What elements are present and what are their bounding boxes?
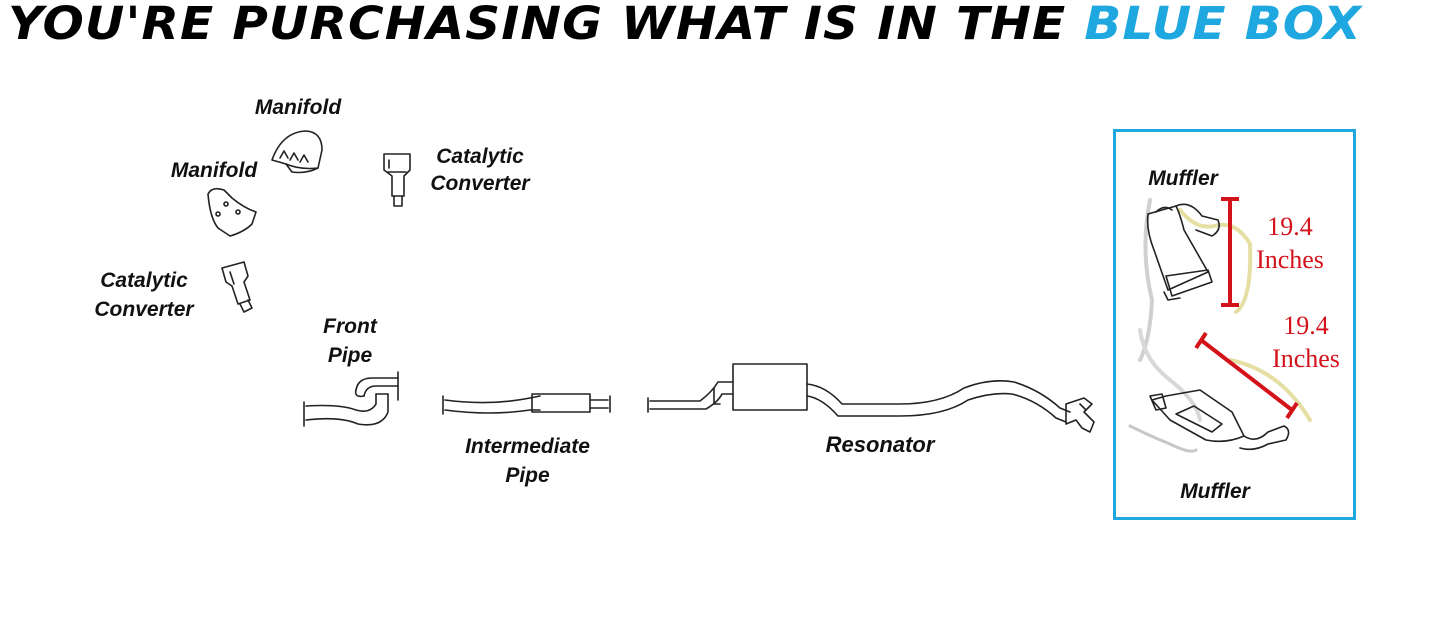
label-cat-right-line2: Converter <box>430 172 530 195</box>
label-muffler-top: Muffler <box>1148 167 1218 190</box>
label-manifold-left: Manifold <box>170 159 258 182</box>
label-cat-left-line2: Converter <box>94 298 194 321</box>
label-front-pipe-line1: Front <box>323 315 377 338</box>
label-intermediate-pipe: Intermediate Pipe <box>440 432 615 490</box>
measurement-bottom-unit: Inches <box>1272 344 1340 373</box>
manifold-right-drawing <box>271 130 323 174</box>
muffler-top-drawing <box>1138 198 1253 362</box>
measurement-top-label: 19.4 Inches <box>1236 210 1344 276</box>
measurement-top-line <box>1221 197 1239 307</box>
label-cat-converter-right: Catalytic Converter <box>420 143 540 197</box>
measurement-top-unit: Inches <box>1256 245 1324 274</box>
intermediate-pipe-drawing <box>442 393 611 415</box>
headline-main: YOU'RE PURCHASING WHAT IS IN THE <box>8 0 1085 50</box>
blue-box <box>1113 129 1356 520</box>
label-muffler-bottom: Muffler <box>1180 480 1250 503</box>
label-intermediate-line2: Pipe <box>505 464 550 487</box>
label-cat-right-line1: Catalytic <box>436 145 524 168</box>
measurement-bottom-value: 19.4 <box>1283 311 1329 340</box>
label-cat-converter-left: Catalytic Converter <box>74 266 214 324</box>
label-front-pipe-line2: Pipe <box>327 344 373 367</box>
headline-accent: BLUE BOX <box>1084 0 1362 50</box>
measurement-bottom-label: 19.4 Inches <box>1252 309 1360 375</box>
headline: YOU'RE PURCHASING WHAT IS IN THE BLUE BO… <box>8 0 1445 52</box>
measurement-bottom-line <box>1194 331 1299 420</box>
measurement-top-value: 19.4 <box>1267 212 1313 241</box>
label-front-pipe: Front Pipe <box>300 312 400 370</box>
resonator-drawing <box>647 363 1095 433</box>
cat-converter-left-drawing <box>221 261 253 313</box>
muffler-bottom-drawing <box>1128 328 1312 453</box>
cat-converter-right-drawing <box>383 153 411 207</box>
label-manifold-right: Manifold <box>254 96 342 119</box>
label-resonator: Resonator <box>825 432 935 457</box>
front-pipe-drawing <box>303 371 399 427</box>
manifold-left-drawing <box>207 187 257 237</box>
label-cat-left-line1: Catalytic <box>100 269 188 292</box>
label-intermediate-line1: Intermediate <box>465 435 590 458</box>
